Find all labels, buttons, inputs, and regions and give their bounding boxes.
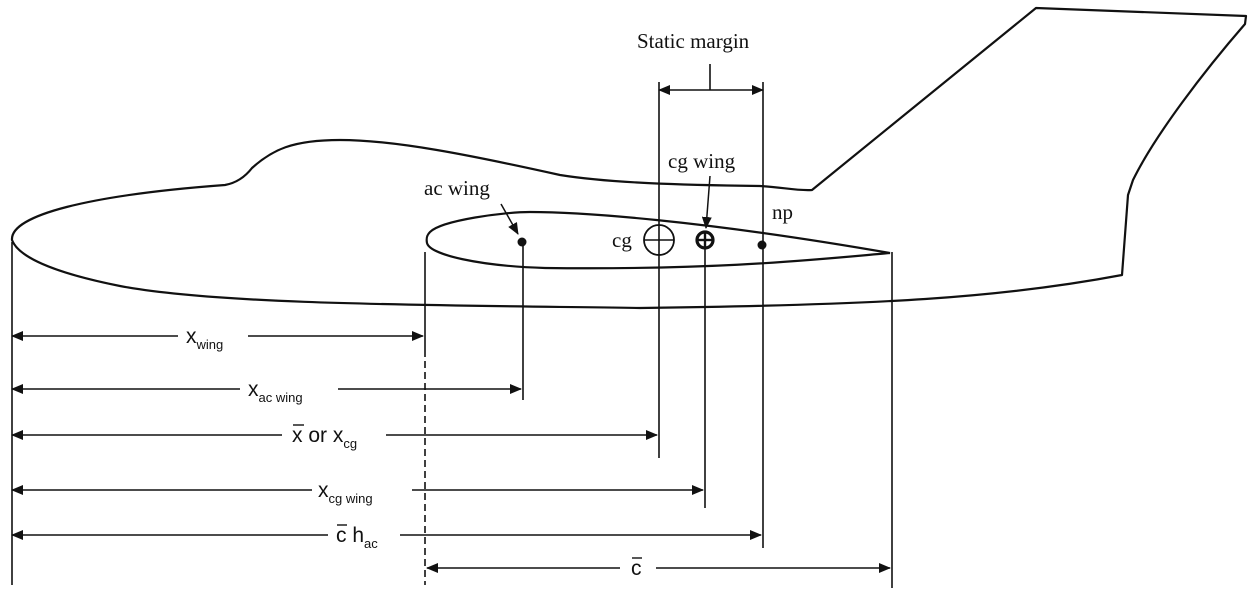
fuselage-outline [10,6,1248,310]
static-margin-label: Static margin [637,29,750,53]
x-wing-label: xwing [186,325,223,352]
ac-wing-leader [500,203,519,235]
cg-symbol [643,224,675,256]
x-cg-wing-label: xcg wing [318,479,373,506]
cg-wing-label: cg wing [668,149,736,173]
x-ac-wing-label: xac wing [248,378,303,405]
ac-wing-label: ac wing [424,176,490,200]
wing-airfoil [425,210,891,270]
np-point [757,240,767,250]
x-bar-or-x-cg-label: x or xcg [292,424,357,451]
cg-label: cg [612,228,632,252]
cg-wing-symbol [695,230,715,250]
cg-wing-leader [701,175,712,229]
c-bar-h-ac-label: c hac [336,524,378,551]
c-bar-label: c [631,557,642,580]
ac-wing-point [517,237,527,247]
np-label: np [772,200,793,224]
